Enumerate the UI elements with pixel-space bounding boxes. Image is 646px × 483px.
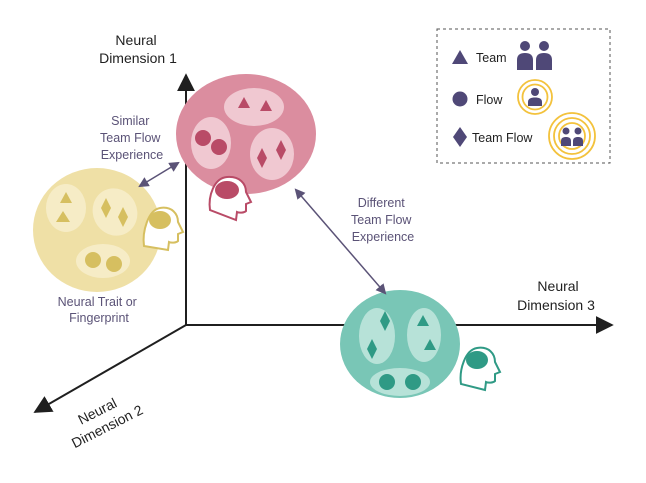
annotation-line: Team Flow <box>100 131 161 145</box>
circle-marker <box>195 130 211 146</box>
similar-arrow <box>138 161 180 188</box>
team-group <box>46 184 86 232</box>
flow-person-icon <box>517 79 553 115</box>
svg-text:Neural Dimension 2: Neural Dimension 2 <box>61 385 146 451</box>
annotation-line: Experience <box>352 230 415 244</box>
legend-diamond-icon <box>453 127 467 147</box>
triangle-marker <box>238 97 250 108</box>
similar-annotation: Similar Team Flow Experience <box>100 114 164 162</box>
axis-label-line: Dimension 3 <box>517 297 595 313</box>
cluster-teal <box>340 290 502 398</box>
axis-label-line: Dimension 1 <box>99 50 177 66</box>
axis-label-dimension-2: Neural Dimension 2 <box>61 385 146 451</box>
circle-marker <box>85 252 101 268</box>
annotation-line: Different <box>358 196 406 210</box>
annotation-line: Fingerprint <box>69 311 129 325</box>
triangle-marker <box>60 192 72 203</box>
head-icon <box>208 175 253 222</box>
head-icon <box>459 346 502 392</box>
team-group <box>224 88 284 126</box>
diamond-marker <box>118 207 128 227</box>
cluster-yellow <box>33 168 185 292</box>
circle-marker <box>405 374 421 390</box>
legend-team-flow-label: Team Flow <box>472 131 533 145</box>
diamond-marker <box>257 148 267 168</box>
circle-marker <box>106 256 122 272</box>
trait-annotation: Neural Trait or Fingerprint <box>58 295 141 325</box>
legend-triangle-icon <box>452 50 468 64</box>
flow-group <box>191 117 231 169</box>
diamond-marker <box>101 198 111 218</box>
team-flow-people-icon <box>548 112 596 160</box>
axis-dimension-2 <box>33 324 187 413</box>
circle-marker <box>211 139 227 155</box>
team-group <box>407 308 441 362</box>
annotation-line: Similar <box>111 114 149 128</box>
axis-label-line: Neural <box>537 278 578 294</box>
annotation-line: Neural Trait or <box>58 295 137 309</box>
triangle-marker <box>424 339 436 350</box>
head-icon <box>142 206 185 252</box>
flow-group <box>76 244 130 278</box>
legend: Team Flow Team Flow <box>436 28 611 164</box>
diamond-marker <box>380 311 390 331</box>
triangle-marker <box>417 315 429 326</box>
team-people-icon <box>517 41 552 70</box>
annotation-line: Team Flow <box>351 213 412 227</box>
triangle-marker <box>56 211 70 222</box>
diamond-marker <box>367 339 377 359</box>
circle-marker <box>379 374 395 390</box>
legend-circle-icon <box>452 91 468 107</box>
axis-label-dimension-3: Neural Dimension 3 <box>517 278 595 313</box>
different-annotation: Different Team Flow Experience <box>351 196 415 244</box>
team-flow-group <box>359 308 395 364</box>
cluster-pink <box>176 74 316 222</box>
triangle-marker <box>260 100 272 111</box>
legend-flow-label: Flow <box>476 93 503 107</box>
axis-label-line: Neural <box>115 32 156 48</box>
annotation-line: Experience <box>101 148 164 162</box>
different-arrow <box>294 188 387 295</box>
team-flow-group <box>250 128 294 180</box>
legend-team-label: Team <box>476 51 507 65</box>
team-flow-group <box>92 188 138 236</box>
axis-label-dimension-1: Neural Dimension 1 <box>99 32 177 66</box>
diamond-marker <box>276 140 286 160</box>
